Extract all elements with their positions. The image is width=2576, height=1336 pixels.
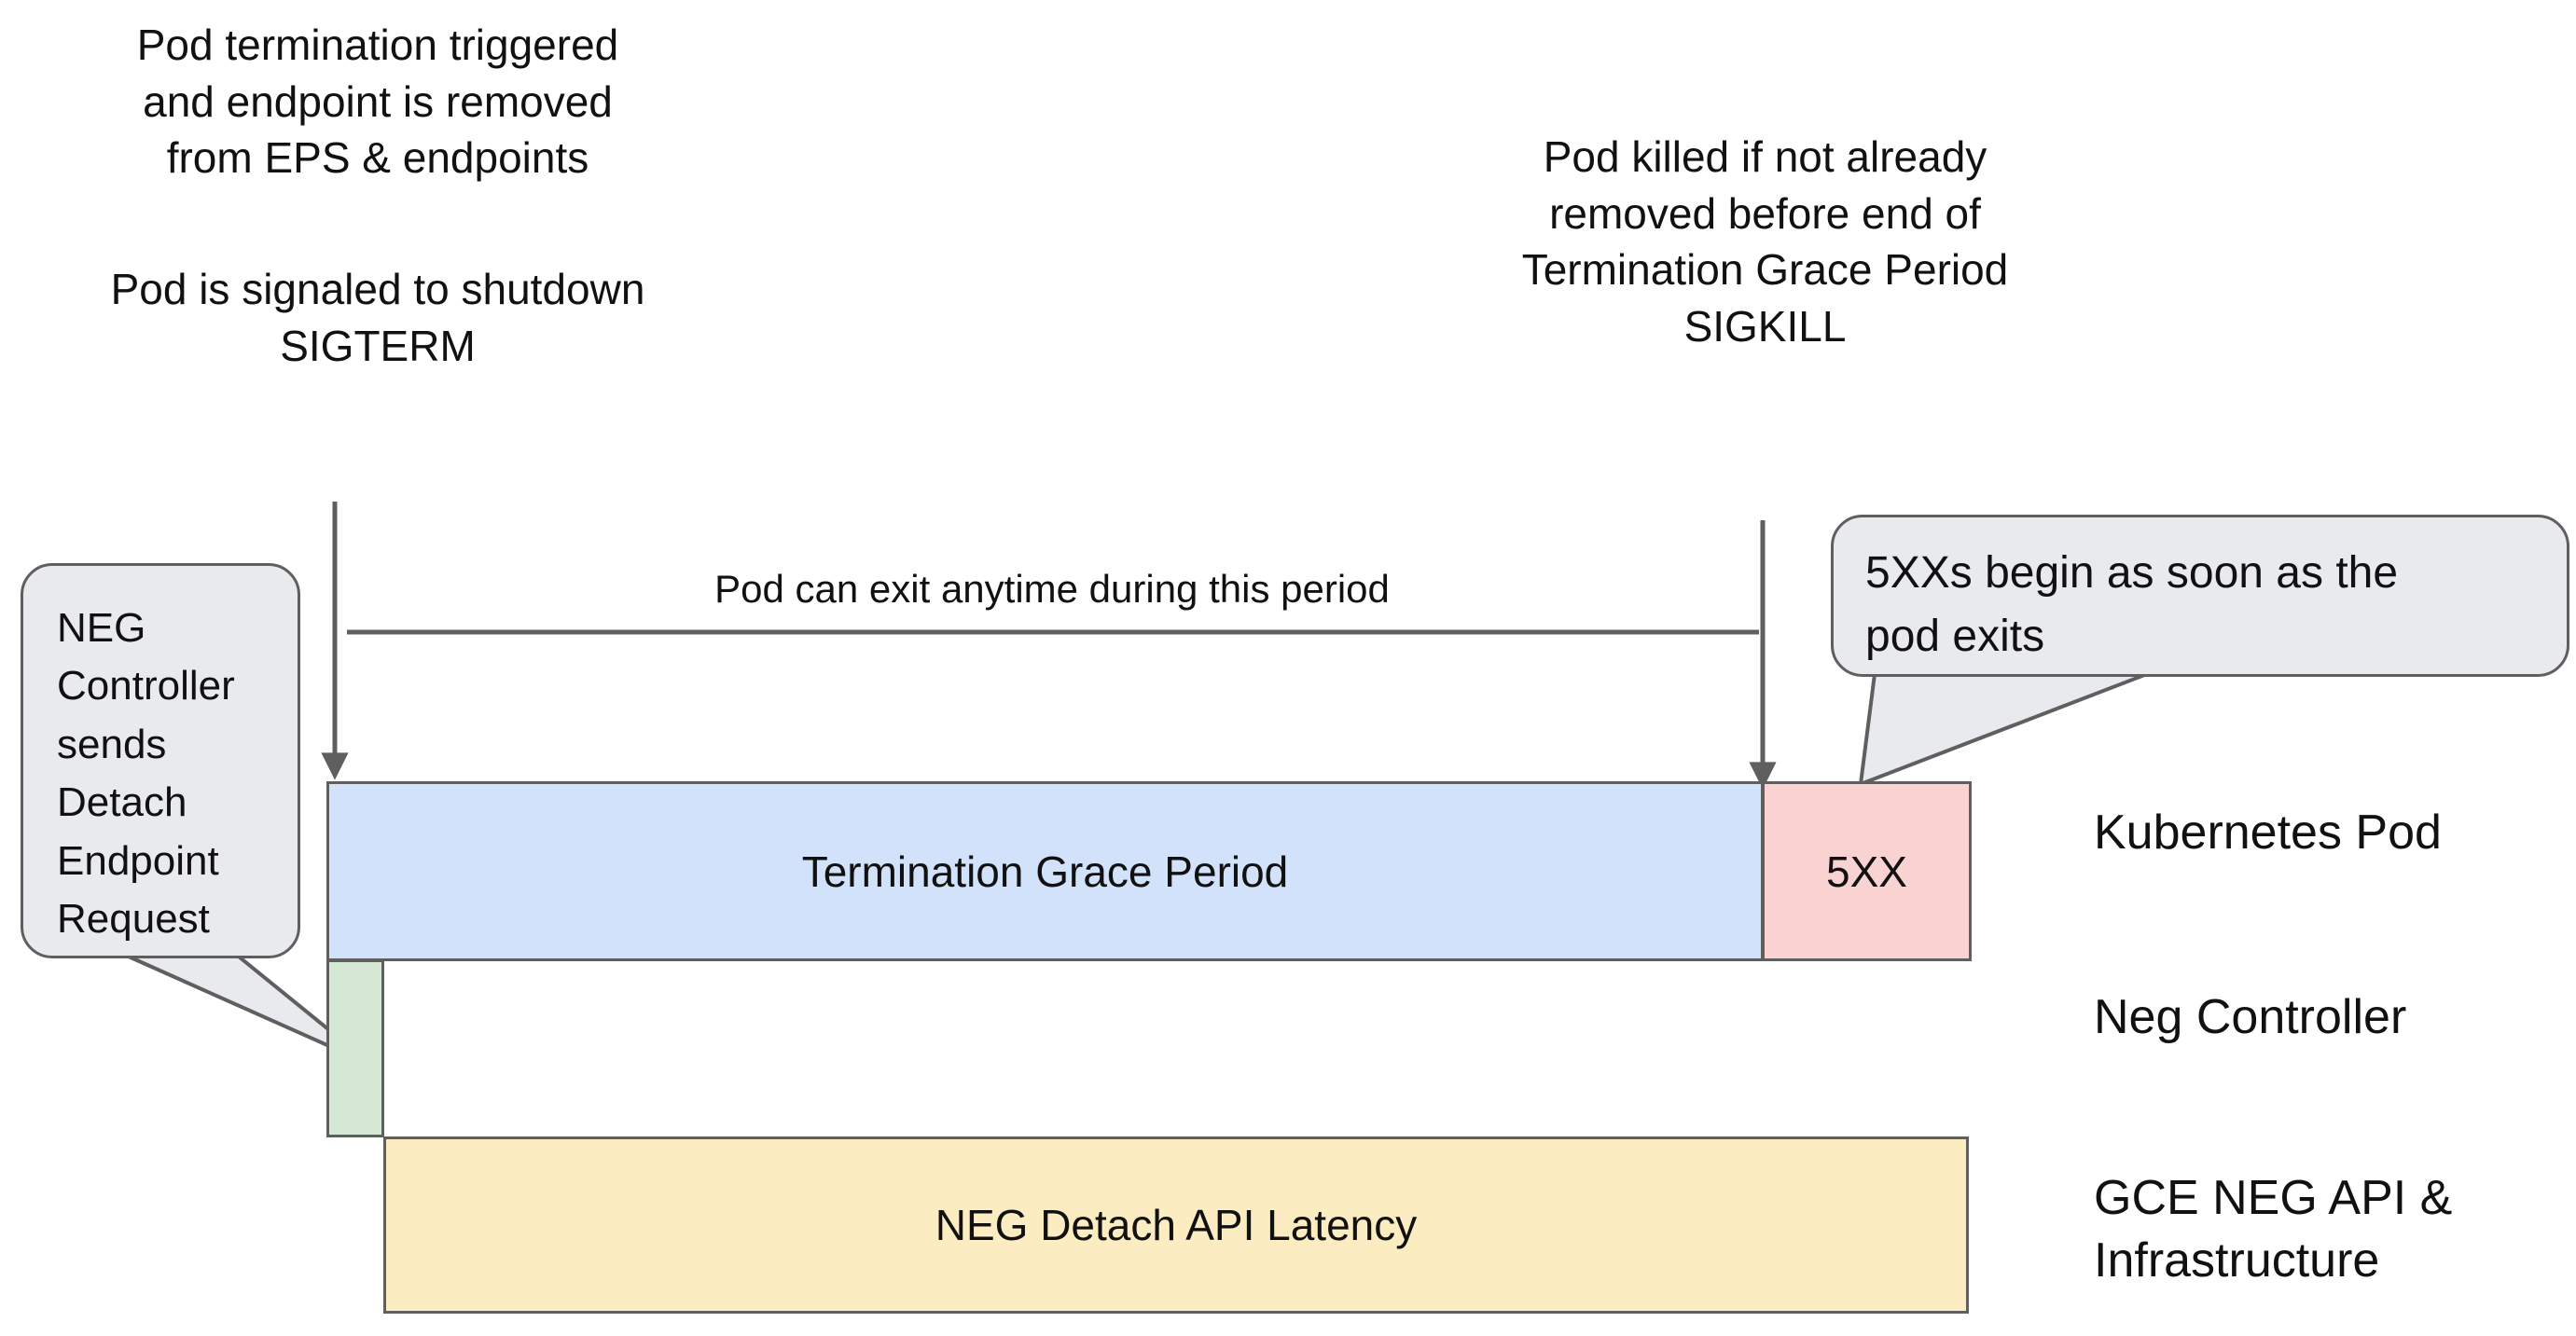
bar-neg-detach-api-latency[interactable]: NEG Detach API Latency	[383, 1136, 1969, 1314]
bar-label-5xx: 5XX	[1826, 847, 1907, 896]
bar-termination-grace-period[interactable]: Termination Grace Period	[326, 781, 1764, 961]
span-label-pod-can-exit: Pod can exit anytime during this period	[714, 567, 1390, 611]
note-pod-killed-sigkill: Pod killed if not already removed before…	[1521, 132, 2009, 351]
bar-label-neg-detach-api-latency: NEG Detach API Latency	[935, 1201, 1418, 1249]
bar-5xx[interactable]: 5XX	[1762, 781, 1972, 961]
note-pod-termination-triggered: Pod termination triggered and endpoint i…	[136, 21, 619, 183]
row-label-neg-controller: Neg Controller	[2094, 990, 2407, 1044]
fivexx-callout-tail	[1859, 672, 2149, 786]
callout-neg-controller-detach[interactable]: NEG Controller sends Detach Endpoint Req…	[21, 563, 300, 958]
callout-5xx-begin-text: 5XXs begin as soon as the pod exits	[1865, 548, 2399, 662]
bar-label-termination-grace-period: Termination Grace Period	[801, 847, 1289, 896]
row-label-kubernetes-pod: Kubernetes Pod	[2094, 806, 2442, 860]
note-pod-signaled-shutdown: Pod is signaled to shutdown SIGTERM	[110, 265, 645, 370]
callout-5xx-begin[interactable]: 5XXs begin as soon as the pod exits	[1831, 515, 2569, 677]
bar-neg-controller-window[interactable]	[326, 959, 384, 1137]
callout-neg-controller-detach-text: NEG Controller sends Detach Endpoint Req…	[57, 605, 235, 943]
row-label-gce-neg-api: GCE NEG API & Infrastructure	[2094, 1171, 2453, 1288]
